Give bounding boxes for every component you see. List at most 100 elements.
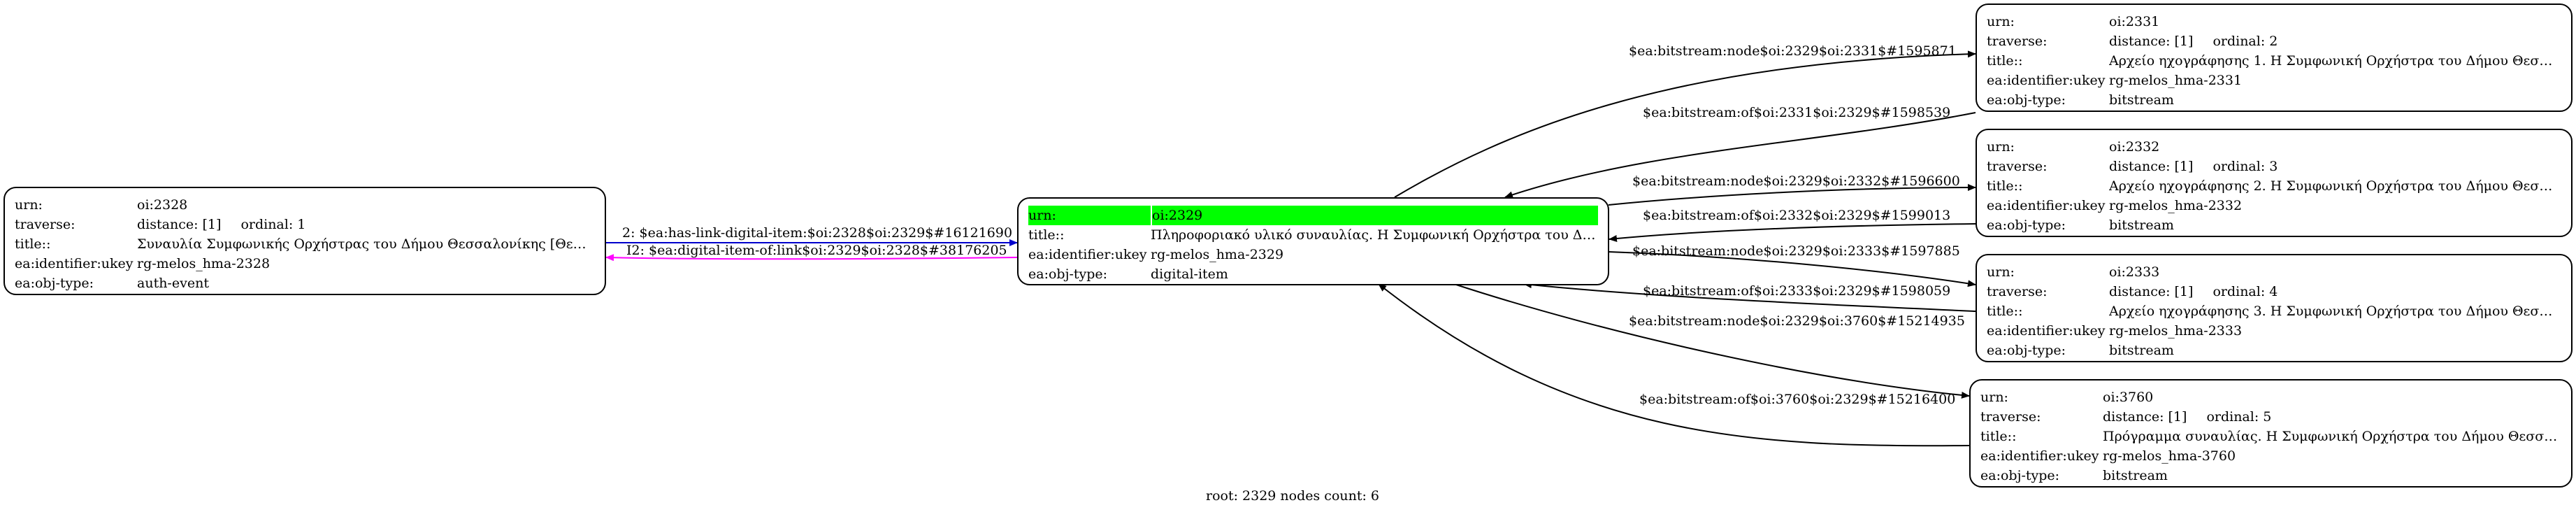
node-row-title: title::Πληροφοριακό υλικό συναυλίας. Η Σ… (1028, 225, 1598, 245)
ordinal-label: ordinal: 1 (240, 217, 306, 232)
key-label: traverse: (1987, 34, 2048, 49)
value-label: distance: [1]ordinal: 4 (2109, 282, 2561, 301)
edge-2331-to-2329 (1504, 112, 1976, 199)
key-label: ea:identifier:ukey (1987, 323, 2106, 339)
key-label: title:: (1987, 53, 2023, 69)
node-row-title: title::Αρχείο ηχογράφησης 1. Η Συμφωνική… (1987, 51, 2561, 71)
key-label: title:: (1987, 304, 2023, 319)
node-row-obj-type: ea:obj-type: bitstream (1987, 341, 2561, 360)
edge-2329-to-3760 (1453, 283, 1970, 399)
edge-label-2332-to-2329: $ea:bitstream:of$oi:2332$oi:2329$#159901… (1643, 208, 1951, 223)
key-label: traverse: (1987, 284, 2048, 299)
distance-label: distance: [1] (2109, 284, 2194, 299)
value-label: bitstream (2109, 343, 2174, 358)
node-row-traverse: traverse: distance: [1]ordinal: 5 (1980, 407, 2561, 427)
node-oi-2331[interactable]: urn:oi:2331 traverse:distance: [1]ordina… (1976, 3, 2573, 112)
edge-2329-to-2332 (1608, 184, 1976, 206)
node-oi-2328[interactable]: urn: oi:2328 traverse: distance: [1] ordina… (3, 187, 606, 295)
key-label: ea:obj-type: (1987, 218, 2066, 233)
value-label: Πληροφοριακό υλικό συναυλίας. Η Συμφωνικ… (1151, 227, 1598, 243)
edge-label-3760-to-2329: $ea:bitstream:of$oi:3760$oi:2329$#152164… (1639, 392, 1956, 407)
distance-label: distance: [1] (2109, 159, 2194, 174)
node-row-title: title::Πρόγραμμα συναυλίας. Η Συμφωνική … (1980, 427, 2561, 446)
value-label: rg-melos_hma-2329 (1151, 247, 1284, 262)
value-label: distance: [1]ordinal: 3 (2109, 157, 2561, 176)
key-label: urn: (15, 197, 43, 213)
node-row-ukey: ea:identifier:ukey rg-melos_hma-2329 (1028, 245, 1598, 264)
edge-label-2329-to-2328: I2: $ea:digital-item-of:link$oi:2329$oi:… (626, 243, 1007, 258)
value-label: auth-event (137, 276, 209, 291)
key-label: title:: (1028, 227, 1065, 243)
node-row-obj-type: ea:obj-type: digital-item (1028, 264, 1598, 284)
node-row-obj-type: ea:obj-type:auth-event (15, 273, 595, 293)
distance-label: distance: [1] (2109, 34, 2194, 49)
value-label: Συναυλία Συμφωνικής Ορχήστρας του Δήμου … (137, 236, 595, 252)
edge-2329-to-2331 (1394, 50, 1976, 198)
distance-label: distance: [1] (137, 217, 222, 232)
node-row-urn: urn: oi:2333 (1987, 262, 2561, 282)
value-label: oi:3760 (2103, 390, 2154, 405)
value-label: oi:2329 (1152, 206, 1598, 225)
key-label: urn: (1980, 390, 2008, 405)
value-label: Αρχείο ηχογράφησης 3. Η Συμφωνική Ορχήστ… (2109, 304, 2561, 319)
value-label: bitstream (2103, 468, 2168, 483)
node-row-title: title::Συναυλία Συμφωνικής Ορχήστρας του… (15, 234, 595, 254)
node-row-traverse: traverse: distance: [1] ordinal: 1 (15, 215, 595, 234)
node-oi-2332[interactable]: urn:oi:2332 traverse: distance: [1]ordina… (1976, 129, 2573, 237)
edge-2329-to-2333 (1608, 251, 1976, 287)
edge-label-2328-to-2329: 2: $ea:has-link-digital-item:$oi:2328$oi… (622, 225, 1013, 241)
key-label: traverse: (1980, 409, 2041, 425)
key-label: urn: (1987, 264, 2015, 280)
value-label: oi:2328 (137, 197, 188, 213)
distance-label: distance: [1] (2103, 409, 2187, 425)
value-label: bitstream (2109, 92, 2174, 108)
value-label: Αρχείο ηχογράφησης 2. Η Συμφωνική Ορχήστ… (2109, 178, 2561, 194)
value-label: rg-melos_hma-2332 (2109, 198, 2243, 213)
key-label: urn: (1987, 139, 2015, 155)
node-row-traverse: traverse:distance: [1]ordinal: 2 (1987, 31, 2561, 51)
node-row-urn: urn: oi:3760 (1980, 387, 2561, 407)
value-label: bitstream (2109, 218, 2174, 233)
value-label: digital-item (1151, 266, 1228, 282)
key-label: ea:obj-type: (1987, 343, 2066, 358)
edge-label-2329-to-2333: $ea:bitstream:node$oi:2329$oi:2333$#1597… (1632, 243, 1960, 259)
key-label: ea:identifier:ukey (1987, 73, 2106, 88)
root-node-count-label: root: 2329 nodes count: 6 (1206, 488, 1380, 504)
key-label: title:: (1987, 178, 2023, 194)
node-oi-2329[interactable]: urn:oi:2329 title::Πληροφοριακό υλικό συ… (1017, 197, 1609, 285)
node-row-obj-type: ea:obj-type: bitstream (1987, 215, 2561, 235)
value-label: oi:2333 (2109, 264, 2160, 280)
node-row-urn: urn:oi:2332 (1987, 137, 2561, 157)
key-label: ea:identifier:ukey (1987, 198, 2106, 213)
value-label: distance: [1]ordinal: 5 (2103, 407, 2561, 427)
node-oi-2333[interactable]: urn: oi:2333 traverse: distance: [1]ordina… (1976, 254, 2573, 362)
key-label: ea:identifier:ukey (15, 256, 134, 271)
key-label: urn: (1987, 14, 2015, 29)
value-label: distance: [1] ordinal: 1 (137, 215, 595, 234)
node-row-title: title::Αρχείο ηχογράφησης 2. Η Συμφωνική… (1987, 176, 2561, 196)
value-label: rg-melos_hma-3760 (2103, 448, 2236, 464)
key-label: title:: (15, 236, 51, 252)
node-row-obj-type: ea:obj-type: bitstream (1987, 90, 2561, 110)
edge-2333-to-2329 (1523, 281, 1976, 312)
edge-label-2329-to-2331: $ea:bitstream:node$oi:2329$oi:2331$#1595… (1629, 43, 1957, 59)
key-label: ea:obj-type: (1028, 266, 1108, 282)
node-row-urn: urn:oi:2331 (1987, 12, 2561, 31)
key-label: title:: (1980, 429, 2017, 444)
edge-3760-to-2329 (1378, 283, 1970, 447)
value-label: Πρόγραμμα συναυλίας. Η Συμφωνική Ορχήστρ… (2103, 429, 2561, 444)
node-row-obj-type: ea:obj-type: bitstream (1980, 466, 2561, 485)
key-label: traverse: (15, 217, 75, 232)
value-label: rg-melos_hma-2331 (2109, 73, 2243, 88)
key-label: ea:obj-type: (1987, 92, 2066, 108)
key-label: traverse: (1987, 159, 2048, 174)
value-label: rg-melos_hma-2328 (137, 256, 271, 271)
key-label: ea:identifier:ukey (1028, 247, 1147, 262)
node-oi-3760[interactable]: urn: oi:3760 traverse: distance: [1]ordina… (1969, 379, 2573, 488)
key-label: ea:obj-type: (1980, 468, 2060, 483)
